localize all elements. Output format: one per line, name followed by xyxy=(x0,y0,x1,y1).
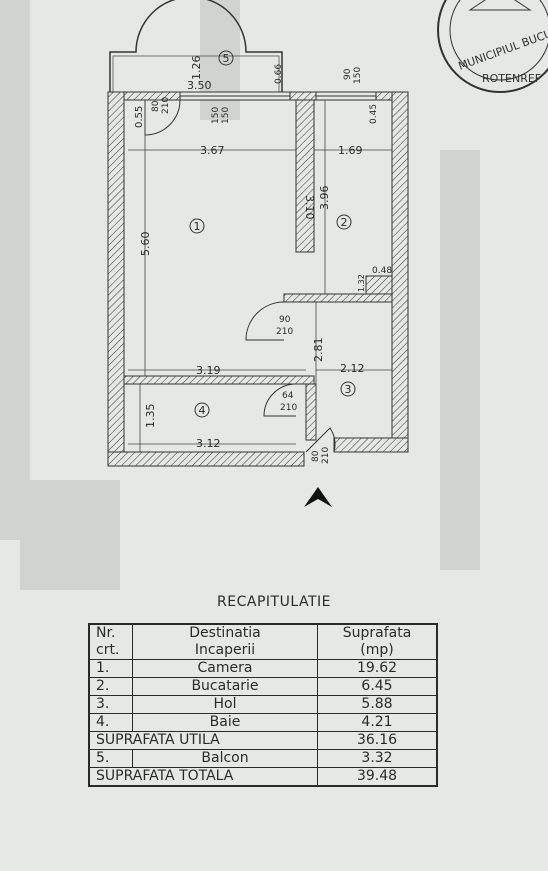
row-nr: 4. xyxy=(88,713,133,732)
dim-2-12: 2.12 xyxy=(340,362,365,375)
doors xyxy=(144,99,336,453)
dim-3-19: 3.19 xyxy=(196,364,221,377)
windows xyxy=(179,91,377,101)
totala-row: SUPRAFATA TOTALA 39.48 xyxy=(88,767,438,787)
dim-80-entry: 80 xyxy=(311,450,321,462)
utila-row: SUPRAFATA UTILA 36.16 xyxy=(88,731,438,750)
header-nr: Nr.crt. xyxy=(88,623,133,660)
dim-3-12: 3.12 xyxy=(196,437,221,450)
dim-1-69: 1.69 xyxy=(338,144,363,157)
dim-90-top: 90 xyxy=(343,68,353,80)
room-4-number: 4 xyxy=(199,404,206,417)
table-row: 4. Baie 4.21 xyxy=(88,713,438,732)
svg-text:ROTENREF: ROTENREF xyxy=(482,72,541,85)
row-name: Balcon xyxy=(132,749,318,768)
row-nr: 5. xyxy=(88,749,133,768)
room-markers: 1 2 3 4 5 xyxy=(189,50,356,418)
dim-2-81: 2.81 xyxy=(312,338,325,363)
dim-210-mid: 210 xyxy=(276,327,293,337)
dim-3-10: 3.10 xyxy=(303,195,316,220)
totala-label: SUPRAFATA TOTALA xyxy=(88,767,318,787)
table-row: 2. Bucatarie 6.45 xyxy=(88,677,438,696)
row-area: 19.62 xyxy=(317,659,438,678)
dim-3-50: 3.50 xyxy=(187,79,212,92)
table-row: 1. Camera 19.62 xyxy=(88,659,438,678)
svg-text:MUNICIPIUL BUCURESTI: MUNICIPIUL BUCURESTI xyxy=(457,16,548,73)
dim-1-35: 1.35 xyxy=(144,404,157,429)
utila-value: 36.16 xyxy=(317,731,438,750)
background-watermark xyxy=(0,0,480,590)
row-area: 3.32 xyxy=(317,749,438,768)
row-area: 4.21 xyxy=(317,713,438,732)
walls xyxy=(107,91,409,467)
dim-0-48: 0.48 xyxy=(372,266,392,276)
row-nr: 1. xyxy=(88,659,133,678)
balcon-row: 5. Balcon 3.32 xyxy=(88,749,438,768)
dim-1-26: 1.26 xyxy=(190,56,203,81)
dim-3-96: 3.96 xyxy=(318,186,331,211)
dim-210-entry: 210 xyxy=(321,447,331,464)
recap-title: RECAPITULATIE xyxy=(217,594,331,610)
dimension-labels: 1.26 3.50 0.66 90 150 80 210 0.55 150 15… xyxy=(134,56,392,465)
dim-80-door: 80 xyxy=(151,100,161,112)
room-2-number: 2 xyxy=(341,216,348,229)
dim-150-b: 150 xyxy=(221,107,231,124)
table-row: 3. Hol 5.88 xyxy=(88,695,438,714)
utila-label: SUPRAFATA UTILA xyxy=(88,731,318,750)
dim-210-door: 210 xyxy=(161,97,171,114)
dim-150-a: 150 xyxy=(211,107,221,124)
dim-90-mid: 90 xyxy=(279,315,291,325)
dim-0-66: 0.66 xyxy=(274,64,284,84)
row-name: Bucatarie xyxy=(132,677,318,696)
entrance-arrow-icon xyxy=(304,487,332,507)
official-stamp: MUNICIPIUL BUCURESTI ROTENREF xyxy=(437,0,548,93)
dim-1-32: 1.32 xyxy=(357,274,366,292)
header-suprafata: Suprafata(mp) xyxy=(317,623,438,660)
row-name: Hol xyxy=(132,695,318,714)
floor-plan: MUNICIPIUL BUCURESTI ROTENREF xyxy=(0,0,548,590)
room-3-number: 3 xyxy=(345,383,352,396)
dim-5-60: 5.60 xyxy=(139,232,152,257)
row-nr: 3. xyxy=(88,695,133,714)
dim-64: 64 xyxy=(282,391,294,401)
dim-210-baie: 210 xyxy=(280,403,297,413)
row-name: Camera xyxy=(132,659,318,678)
room-1-number: 1 xyxy=(194,220,201,233)
row-nr: 2. xyxy=(88,677,133,696)
room-5-number: 5 xyxy=(223,52,230,65)
dim-0-45: 0.45 xyxy=(369,104,379,124)
dim-3-67: 3.67 xyxy=(200,144,225,157)
row-name: Baie xyxy=(132,713,318,732)
totala-value: 39.48 xyxy=(317,767,438,787)
dim-0-55: 0.55 xyxy=(134,106,145,128)
dimension-lines xyxy=(128,100,392,452)
dim-150-top: 150 xyxy=(353,67,363,84)
row-area: 6.45 xyxy=(317,677,438,696)
row-area: 5.88 xyxy=(317,695,438,714)
